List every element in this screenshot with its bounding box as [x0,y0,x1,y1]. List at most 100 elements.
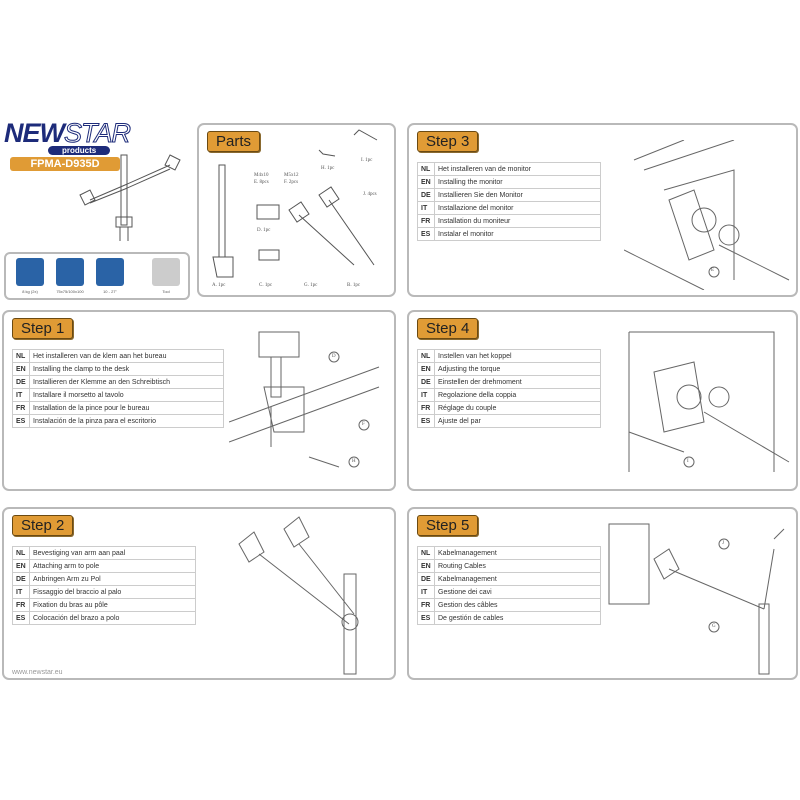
instruction: Ajuste del par [434,414,601,428]
lang-code: NL [417,546,435,560]
step-4-illustration [628,331,790,472]
instruction: Gestion des câbles [434,598,601,612]
logo-text-new: NEW [4,118,65,148]
lang-code: IT [12,388,30,402]
logo-subtitle: products [48,146,111,155]
instruction: Gestione dei cavi [434,585,601,599]
step-5-title: Step 5 [417,515,479,536]
instruction: Installieren Sie den Monitor [434,188,601,202]
lang-code: NL [417,162,435,176]
lang-code: FR [12,401,30,415]
lang-code: ES [12,611,30,625]
instruction: Attaching arm to pole [29,559,196,573]
lang-code: DE [417,572,435,586]
instruction: Fissaggio del braccio al palo [29,585,196,599]
lang-code: ES [417,227,435,241]
lang-code: FR [417,214,435,228]
instruction: Installazione del monitor [434,201,601,215]
instruction: Installation de la pince pour le bureau [29,401,224,415]
callout-d: D [332,354,336,359]
screen-size-icon [96,258,124,286]
step-3-title: Step 3 [417,131,479,152]
instruction: Installieren der Klemme an den Schreibti… [29,375,224,389]
instruction: Fixation du bras au pôle [29,598,196,612]
part-e-size: M4x10 [254,173,269,178]
vesa-icon [56,258,84,286]
lang-code: DE [417,188,435,202]
lang-code: EN [417,559,435,573]
footer-url[interactable]: www.newstar.eu [12,669,63,676]
part-c-label: C. 1pc [259,283,273,288]
instruction: De gestión de cables [434,611,601,625]
step-1-title: Step 1 [12,318,74,339]
lang-code: DE [417,375,435,389]
instruction: Colocación del brazo a polo [29,611,196,625]
callout-e: E [711,268,715,273]
instruction: Installare il morsetto al tavolo [29,388,224,402]
instruction: Regolazione della coppia [434,388,601,402]
part-g-label: G. 1pc [304,283,318,288]
product-illustration [79,154,181,241]
lang-code: EN [417,175,435,189]
lang-code: IT [12,585,30,599]
instruction: Het installeren van de monitor [434,162,601,176]
lang-code: NL [12,349,30,363]
callout-j: J [722,541,724,546]
step-1-illustration [229,331,380,468]
tool-label: Tool [162,289,170,294]
callout-f: F [362,422,365,427]
lang-code: ES [417,611,435,625]
instruction: Installing the clamp to the desk [29,362,224,376]
lang-code: EN [12,559,30,573]
part-e-label: E. 8pcs [254,180,269,185]
instruction: Kabelmanagement [434,572,601,586]
instruction: Kabelmanagement [434,546,601,560]
step-3-illustration [624,140,790,290]
brand-logo: NEWSTAR [4,118,132,149]
parts-panel: Parts A. 1pc B. 1pc C. 1pc D. 1pc M4x10 … [197,123,396,297]
callout-h: H [352,459,356,464]
instruction: Instellen van het koppel [434,349,601,363]
part-h-label: H. 1pc [321,166,335,171]
part-i-label: I. 1pc [361,158,373,163]
lang-code: FR [12,598,30,612]
instruction: Routing Cables [434,559,601,573]
instruction: Instalar el monitor [434,227,601,241]
step-4-title: Step 4 [417,318,479,339]
lang-code: DE [12,375,30,389]
instruction: Installing the monitor [434,175,601,189]
instruction: Einstellen der drehmoment [434,375,601,389]
lang-code: FR [417,598,435,612]
part-b-label: B. 1pc [347,283,361,288]
instruction: Anbringen Arm zu Pol [29,572,196,586]
part-a-label: A. 1pc [212,283,226,288]
spec-icons-bar: 8 kg (2x) 75x75/100x100 10 - 27" Tool [4,252,190,300]
instruction: Réglage du couple [434,401,601,415]
part-d-label: D. 1pc [257,228,271,233]
lang-code: IT [417,388,435,402]
instruction: Het installeren van de klem aan het bure… [29,349,224,363]
lang-code: DE [12,572,30,586]
part-j-label: J. 4pcs [363,192,377,197]
instruction: Bevestiging van arm aan paal [29,546,196,560]
parts-title: Parts [207,131,261,152]
screen-size-label: 10 - 27" [103,289,117,294]
instruction: Instalación de la pinza para el escritor… [29,414,224,428]
step-2-title: Step 2 [12,515,74,536]
lang-code: ES [417,414,435,428]
part-f-size: M5x12 [284,173,299,178]
instruction: Adjusting the torque [434,362,601,376]
callout-g: G [712,624,716,629]
weight-icon [16,258,44,286]
lang-code: IT [417,201,435,215]
